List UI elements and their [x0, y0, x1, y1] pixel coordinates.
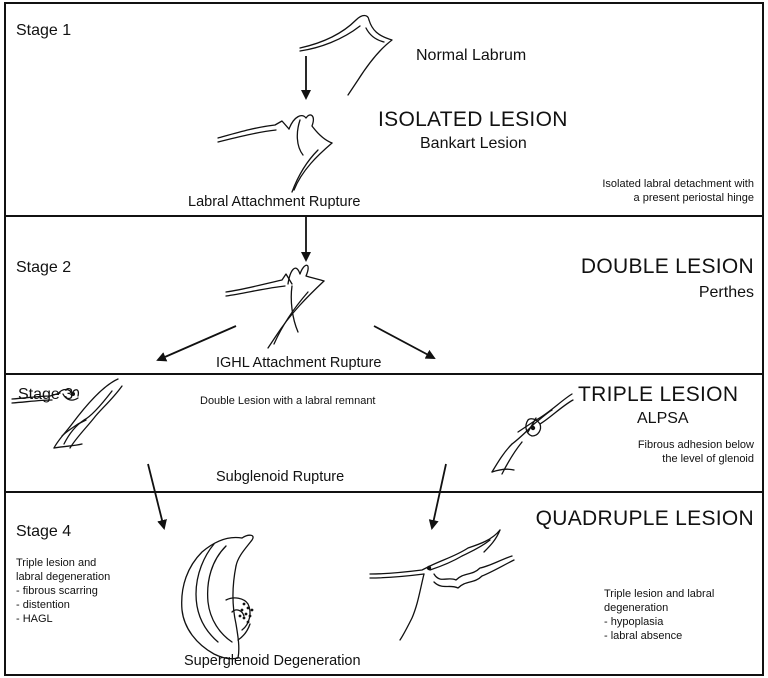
normal-labrum-sketch: [299, 14, 393, 96]
stage4-left-line-5: - HAGL: [16, 613, 53, 625]
stage4-left-line-4: - distention: [16, 599, 70, 611]
stage3-left-sketch: [11, 378, 123, 449]
labral-attachment-rupture-label: Labral Attachment Rupture: [188, 194, 361, 210]
quadruple-lesion-title: QUADRUPLE LESION: [535, 507, 754, 530]
stage2-label: Stage 2: [16, 259, 72, 276]
ighl-attachment-rupture-label: IGHL Attachment Rupture: [216, 355, 382, 371]
isolated-lesion-title: ISOLATED LESION: [378, 108, 568, 131]
stage4-left-line-3: - fibrous scarring: [16, 585, 98, 597]
alpsa-label: ALPSA: [637, 410, 689, 427]
perthes-lesion-sketch: [225, 264, 325, 349]
stage4-right-line-3: - hypoplasia: [604, 616, 664, 628]
stage4-label: Stage 4: [16, 523, 72, 540]
double-lesion-remnant-note: Double Lesion with a labral remnant: [200, 395, 376, 407]
stage4-left-line-2: labral degeneration: [16, 571, 111, 583]
arrow-stage3-right-down: [428, 463, 447, 530]
stage4-right-line-4: - labral absence: [604, 630, 683, 642]
arrow-stage2-right: [373, 325, 436, 359]
bankart-lesion-sketch: [217, 114, 333, 193]
triple-lesion-description: Fibrous adhesion below the level of glen…: [638, 438, 754, 466]
triple-desc-line-2: the level of glenoid: [662, 453, 754, 465]
stage-divider-1: [4, 215, 764, 217]
superglenoid-degeneration-sketch: [181, 534, 254, 660]
triple-desc-line-1: Fibrous adhesion below: [637, 439, 754, 451]
diagram-frame: [4, 2, 764, 676]
stage4-left-line-1: Triple lesion and: [16, 557, 97, 569]
isolated-lesion-description: Isolated labral detachment with a presen…: [602, 177, 754, 205]
stage4-right-sketch: [369, 529, 515, 641]
degeneration-hatching: [71, 392, 536, 624]
stage3-label: Stage 3: [18, 386, 74, 403]
triple-lesion-title: TRIPLE LESION: [578, 383, 739, 406]
isolated-desc-line-2: a present periostal hinge: [633, 192, 754, 204]
arrow-stage2-left: [156, 325, 237, 362]
stage4-right-description: Triple lesion and labral degeneration - …: [604, 587, 714, 643]
isolated-desc-line-1: Isolated labral detachment with: [602, 178, 754, 190]
arrow-stage3-left-down: [147, 463, 167, 530]
stage3-right-sketch: [491, 393, 574, 475]
stage4-right-line-2: degeneration: [604, 602, 669, 614]
normal-labrum-label: Normal Labrum: [416, 47, 527, 64]
bankart-lesion-label: Bankart Lesion: [420, 135, 527, 152]
double-lesion-title: DOUBLE LESION: [580, 255, 754, 278]
stage-divider-2: [4, 373, 764, 375]
subglenoid-rupture-label: Subglenoid Rupture: [216, 469, 345, 485]
stage-divider-3: [4, 491, 764, 493]
stage4-right-line-1: Triple lesion and labral: [604, 588, 715, 600]
perthes-label: Perthes: [698, 284, 754, 301]
stage1-label: Stage 1: [16, 22, 72, 39]
stage4-left-description: Triple lesion and labral degeneration - …: [16, 556, 110, 626]
superglenoid-degeneration-label: Superglenoid Degeneration: [184, 653, 361, 669]
